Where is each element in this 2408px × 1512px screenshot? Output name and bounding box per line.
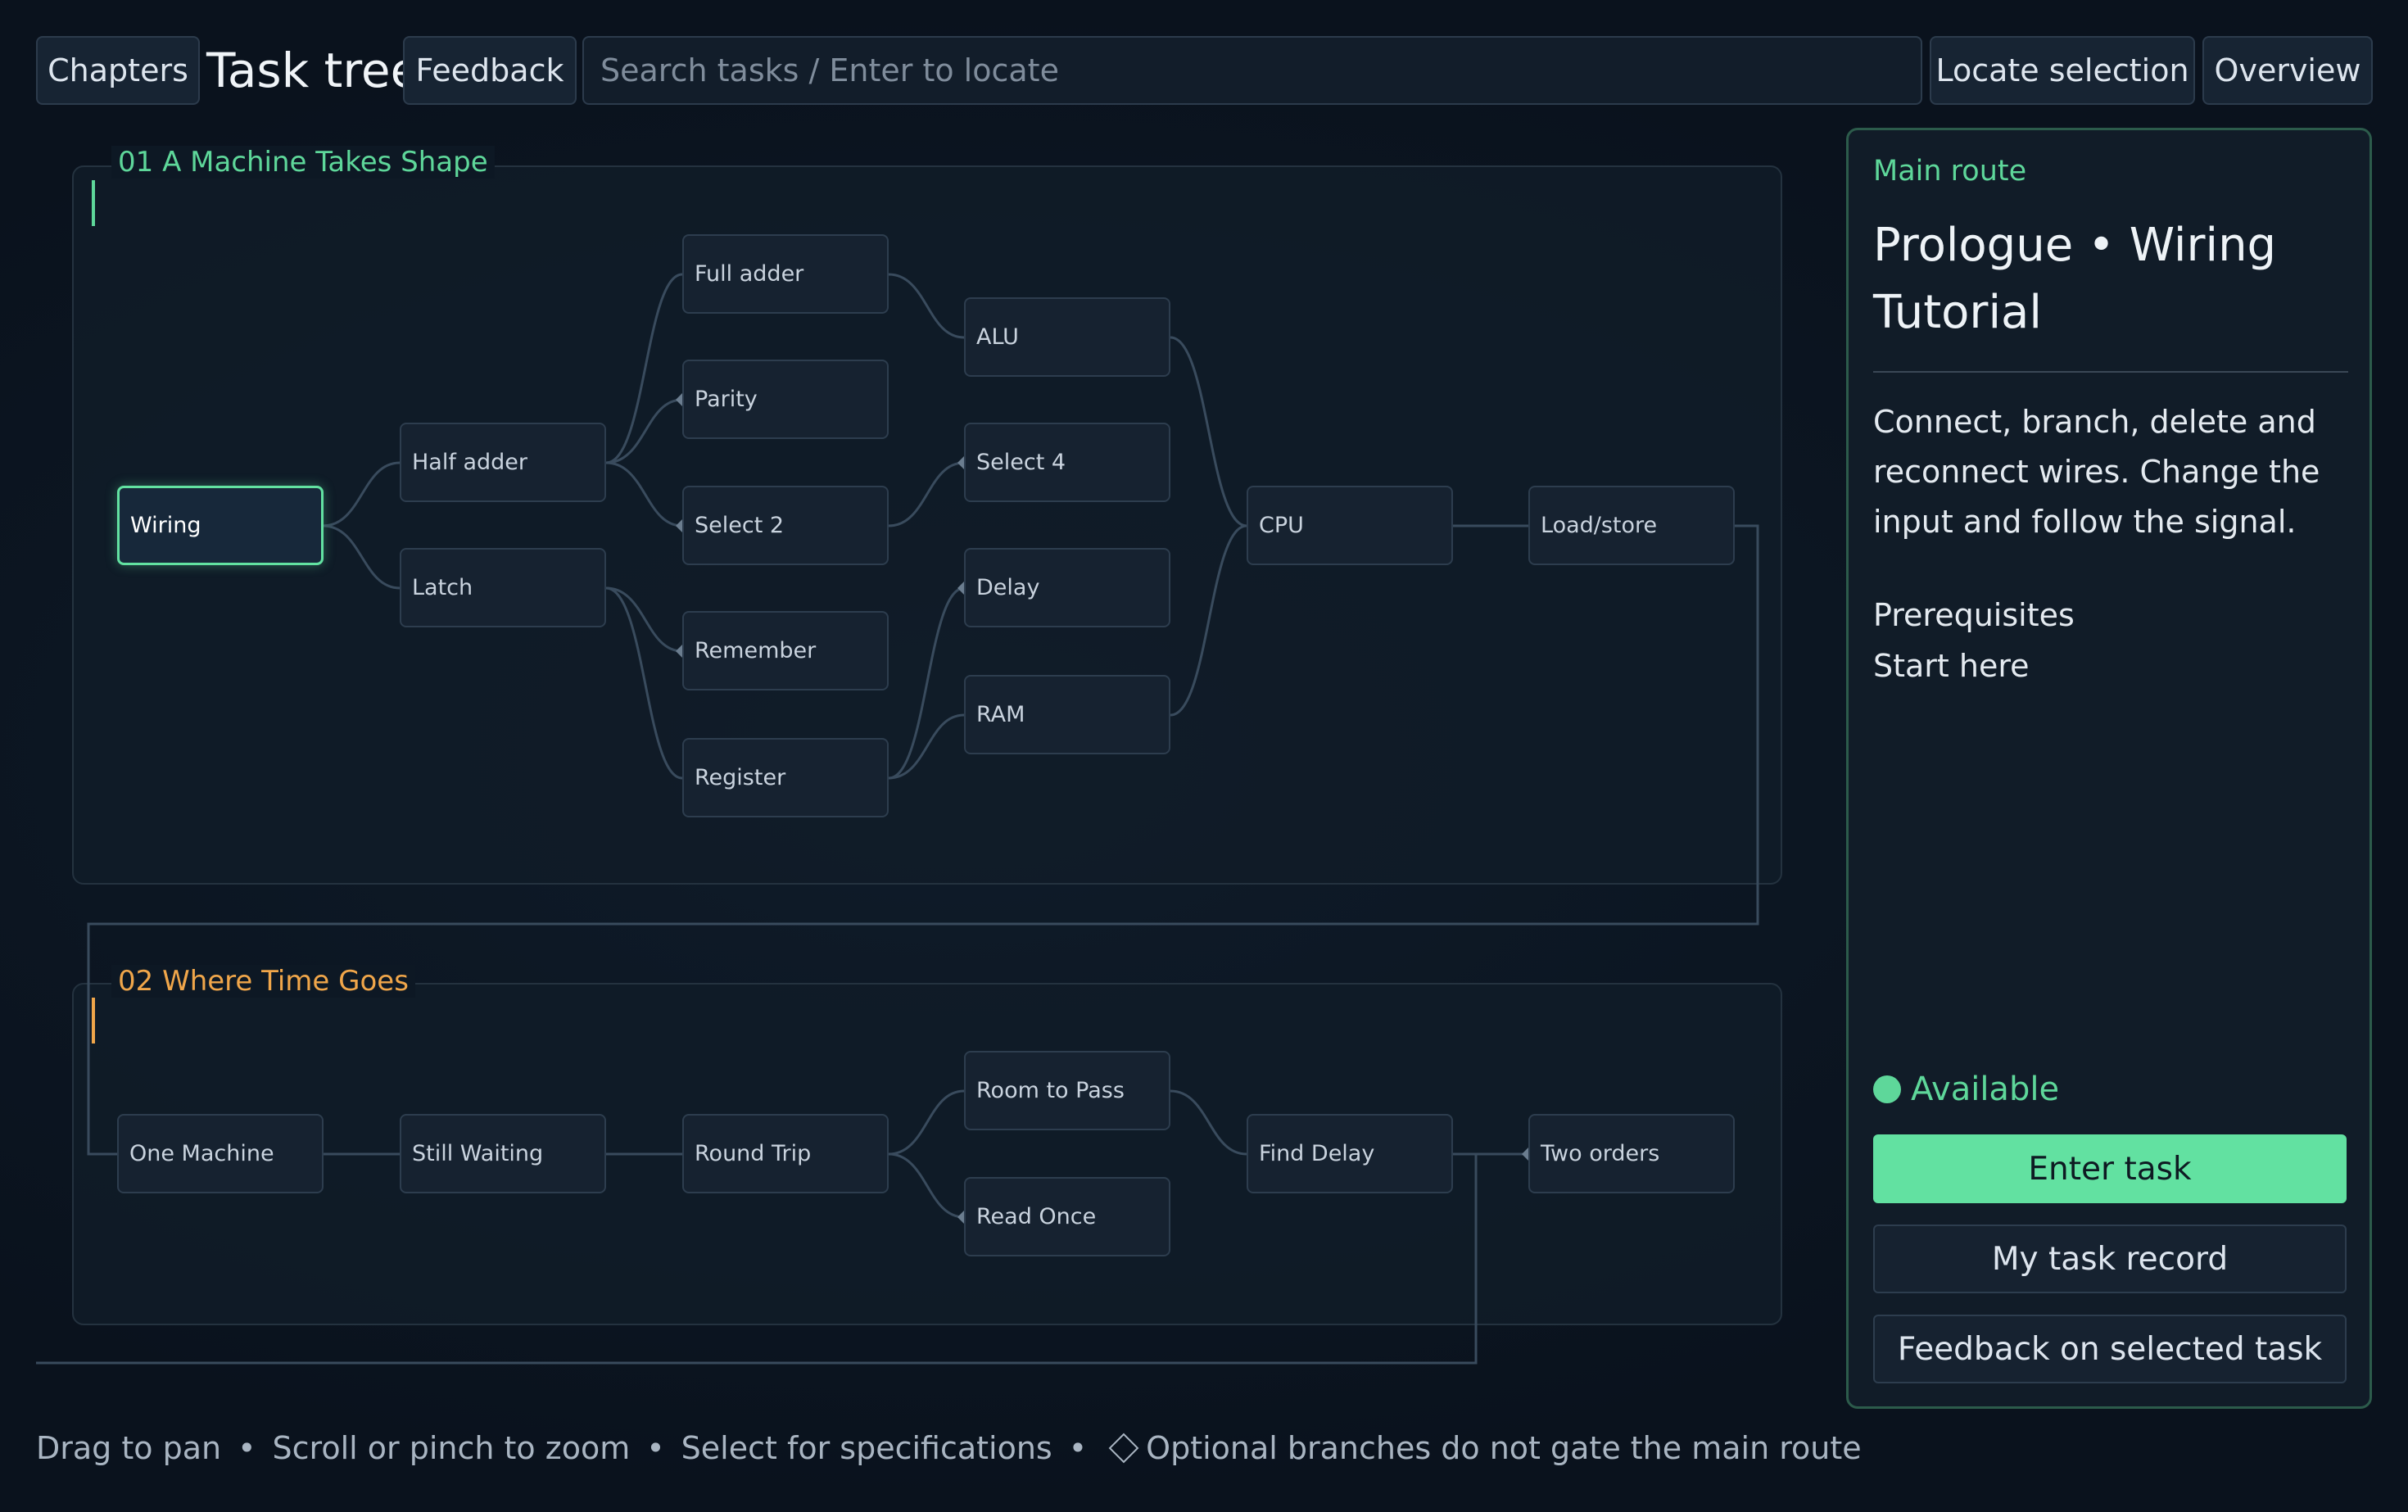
task-node-half-adder[interactable]: Half adder: [400, 423, 606, 502]
separator: •: [646, 1430, 665, 1466]
overview-button[interactable]: Overview: [2202, 36, 2373, 105]
optional-diamond-icon: [1108, 1433, 1139, 1464]
task-node-read-once[interactable]: Read Once: [964, 1177, 1170, 1256]
task-node-round-trip[interactable]: Round Trip: [682, 1114, 889, 1193]
chapter-title-01: 01 A Machine Takes Shape: [111, 146, 495, 179]
search-input[interactable]: [582, 36, 1922, 105]
task-node-full-adder[interactable]: Full adder: [682, 234, 889, 314]
chapter-title-02: 02 Where Time Goes: [111, 965, 415, 998]
feedback-button[interactable]: Feedback: [403, 36, 577, 105]
my-task-record-button[interactable]: My task record: [1873, 1225, 2347, 1293]
task-node-two-orders[interactable]: Two orders: [1528, 1114, 1735, 1193]
hint-select: Select for specifications: [681, 1430, 1052, 1466]
task-description: Connect, branch, delete and reconnect wi…: [1873, 404, 2320, 540]
task-node-load-store[interactable]: Load/store: [1528, 486, 1735, 565]
task-node-select-2[interactable]: Select 2: [682, 486, 889, 565]
hint-pan: Drag to pan: [36, 1430, 222, 1466]
task-node-find-delay[interactable]: Find Delay: [1247, 1114, 1453, 1193]
task-node-wiring[interactable]: Wiring: [117, 486, 324, 565]
route-label: Main route: [1873, 155, 2027, 188]
prerequisites-heading: Prerequisites: [1873, 597, 2075, 633]
chapters-button[interactable]: Chapters: [36, 36, 200, 105]
task-detail-panel: Main route Prologue • Wiring Tutorial Co…: [1846, 128, 2372, 1409]
task-node-remember[interactable]: Remember: [682, 611, 889, 690]
task-node-cpu[interactable]: CPU: [1247, 486, 1453, 565]
divider: [1873, 371, 2348, 373]
chapter-panel-02: [72, 983, 1782, 1325]
chapter-marker-01: [92, 180, 95, 226]
page-title: Task tree: [206, 43, 420, 98]
help-footer: Drag to pan • Scroll or pinch to zoom • …: [36, 1430, 1862, 1466]
status-text: Available: [1911, 1071, 2060, 1108]
status-badge: Available: [1873, 1071, 2059, 1108]
task-node-alu[interactable]: ALU: [964, 297, 1170, 377]
task-node-ram[interactable]: RAM: [964, 675, 1170, 754]
task-node-latch[interactable]: Latch: [400, 548, 606, 627]
task-node-select-4[interactable]: Select 4: [964, 423, 1170, 502]
hint-optional: Optional branches do not gate the main r…: [1146, 1430, 1862, 1466]
prerequisites-value: Start here: [1873, 648, 2030, 684]
task-node-one-machine[interactable]: One Machine: [117, 1114, 324, 1193]
task-title: Prologue • Wiring Tutorial: [1873, 219, 2277, 339]
feedback-selected-task-button[interactable]: Feedback on selected task: [1873, 1315, 2347, 1383]
enter-task-button[interactable]: Enter task: [1873, 1134, 2347, 1203]
locate-selection-button[interactable]: Locate selection: [1930, 36, 2195, 105]
task-node-room-to-pass[interactable]: Room to Pass: [964, 1051, 1170, 1130]
task-node-still-waiting[interactable]: Still Waiting: [400, 1114, 606, 1193]
hint-zoom: Scroll or pinch to zoom: [272, 1430, 631, 1466]
chapter-marker-02: [92, 998, 95, 1043]
task-node-register[interactable]: Register: [682, 738, 889, 817]
task-node-delay[interactable]: Delay: [964, 548, 1170, 627]
separator: •: [1068, 1430, 1088, 1466]
status-dot-icon: [1873, 1075, 1901, 1103]
chapter-panel-01: [72, 165, 1782, 885]
task-node-parity[interactable]: Parity: [682, 360, 889, 439]
separator: •: [238, 1430, 256, 1466]
